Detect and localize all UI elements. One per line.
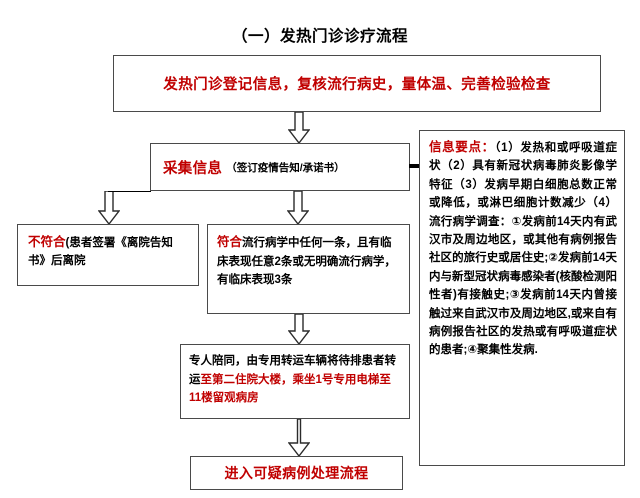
node-register: 发热门诊登记信息，复核流行病史，量体温、完善检验检查 (113, 55, 601, 112)
node-not-match-text: (患者签署《离院告知书》后离院 (28, 237, 173, 267)
panel-info-points: 信息要点：（1）发热和或呼吸道症状（2）具有新冠状病毒肺炎影像学特征（3）发病早… (419, 130, 625, 466)
node-not-match-keyword: 不符合 (28, 235, 66, 249)
connector-collect-left-stub (108, 191, 151, 193)
arrow-collect-to-nomatch (98, 191, 120, 225)
node-collect-info-subtitle: （签订疫情告知/承诺书） (226, 161, 345, 174)
node-enter-suspected-flow: 进入可疑病例处理流程 (190, 456, 403, 490)
node-match: 符合流行病学中任何一条，且有临床表现任意2条或无明确流行病学，有临床表现3条 (207, 224, 410, 314)
node-register-text: 发热门诊登记信息，复核流行病史，量体温、完善检验检查 (163, 77, 551, 93)
panel-info-points-keyword: 信息要点： (429, 140, 495, 154)
node-match-keyword: 符合 (217, 235, 243, 249)
connector-collect-to-info (409, 164, 421, 168)
arrow-collect-to-match (287, 191, 309, 225)
node-not-match: 不符合(患者签署《离院告知书》后离院 (17, 224, 199, 286)
panel-info-points-text: （1）发热和或呼吸道症状（2）具有新冠状病毒肺炎影像学特征（3）发病早期白细胞总… (429, 142, 617, 357)
arrow-register-to-collect (288, 112, 310, 144)
node-transfer-text-plain: 专人陪同，由专用转运车辆将待排患者转运 (189, 355, 396, 386)
node-transfer-text-highlight: 至第二住院大楼，乘坐1号专用电梯至11楼留观病房 (189, 373, 391, 405)
node-match-text: 流行病学中任何一条，且有临床表现任意2条或无明确流行病学，有临床表现3条 (217, 237, 396, 287)
arrow-transfer-to-enter (288, 419, 310, 457)
node-collect-info: 采集信息 （签订疫情告知/承诺书） (150, 143, 410, 191)
node-transfer: 专人陪同，由专用转运车辆将待排患者转运至第二住院大楼，乘坐1号专用电梯至11楼留… (180, 344, 410, 419)
node-enter-suspected-flow-text: 进入可疑病例处理流程 (224, 465, 369, 481)
page-title: （一）发热门诊诊疗流程 (231, 28, 408, 45)
arrow-match-to-transfer (288, 314, 310, 345)
node-collect-info-heading: 采集信息 (163, 160, 223, 177)
